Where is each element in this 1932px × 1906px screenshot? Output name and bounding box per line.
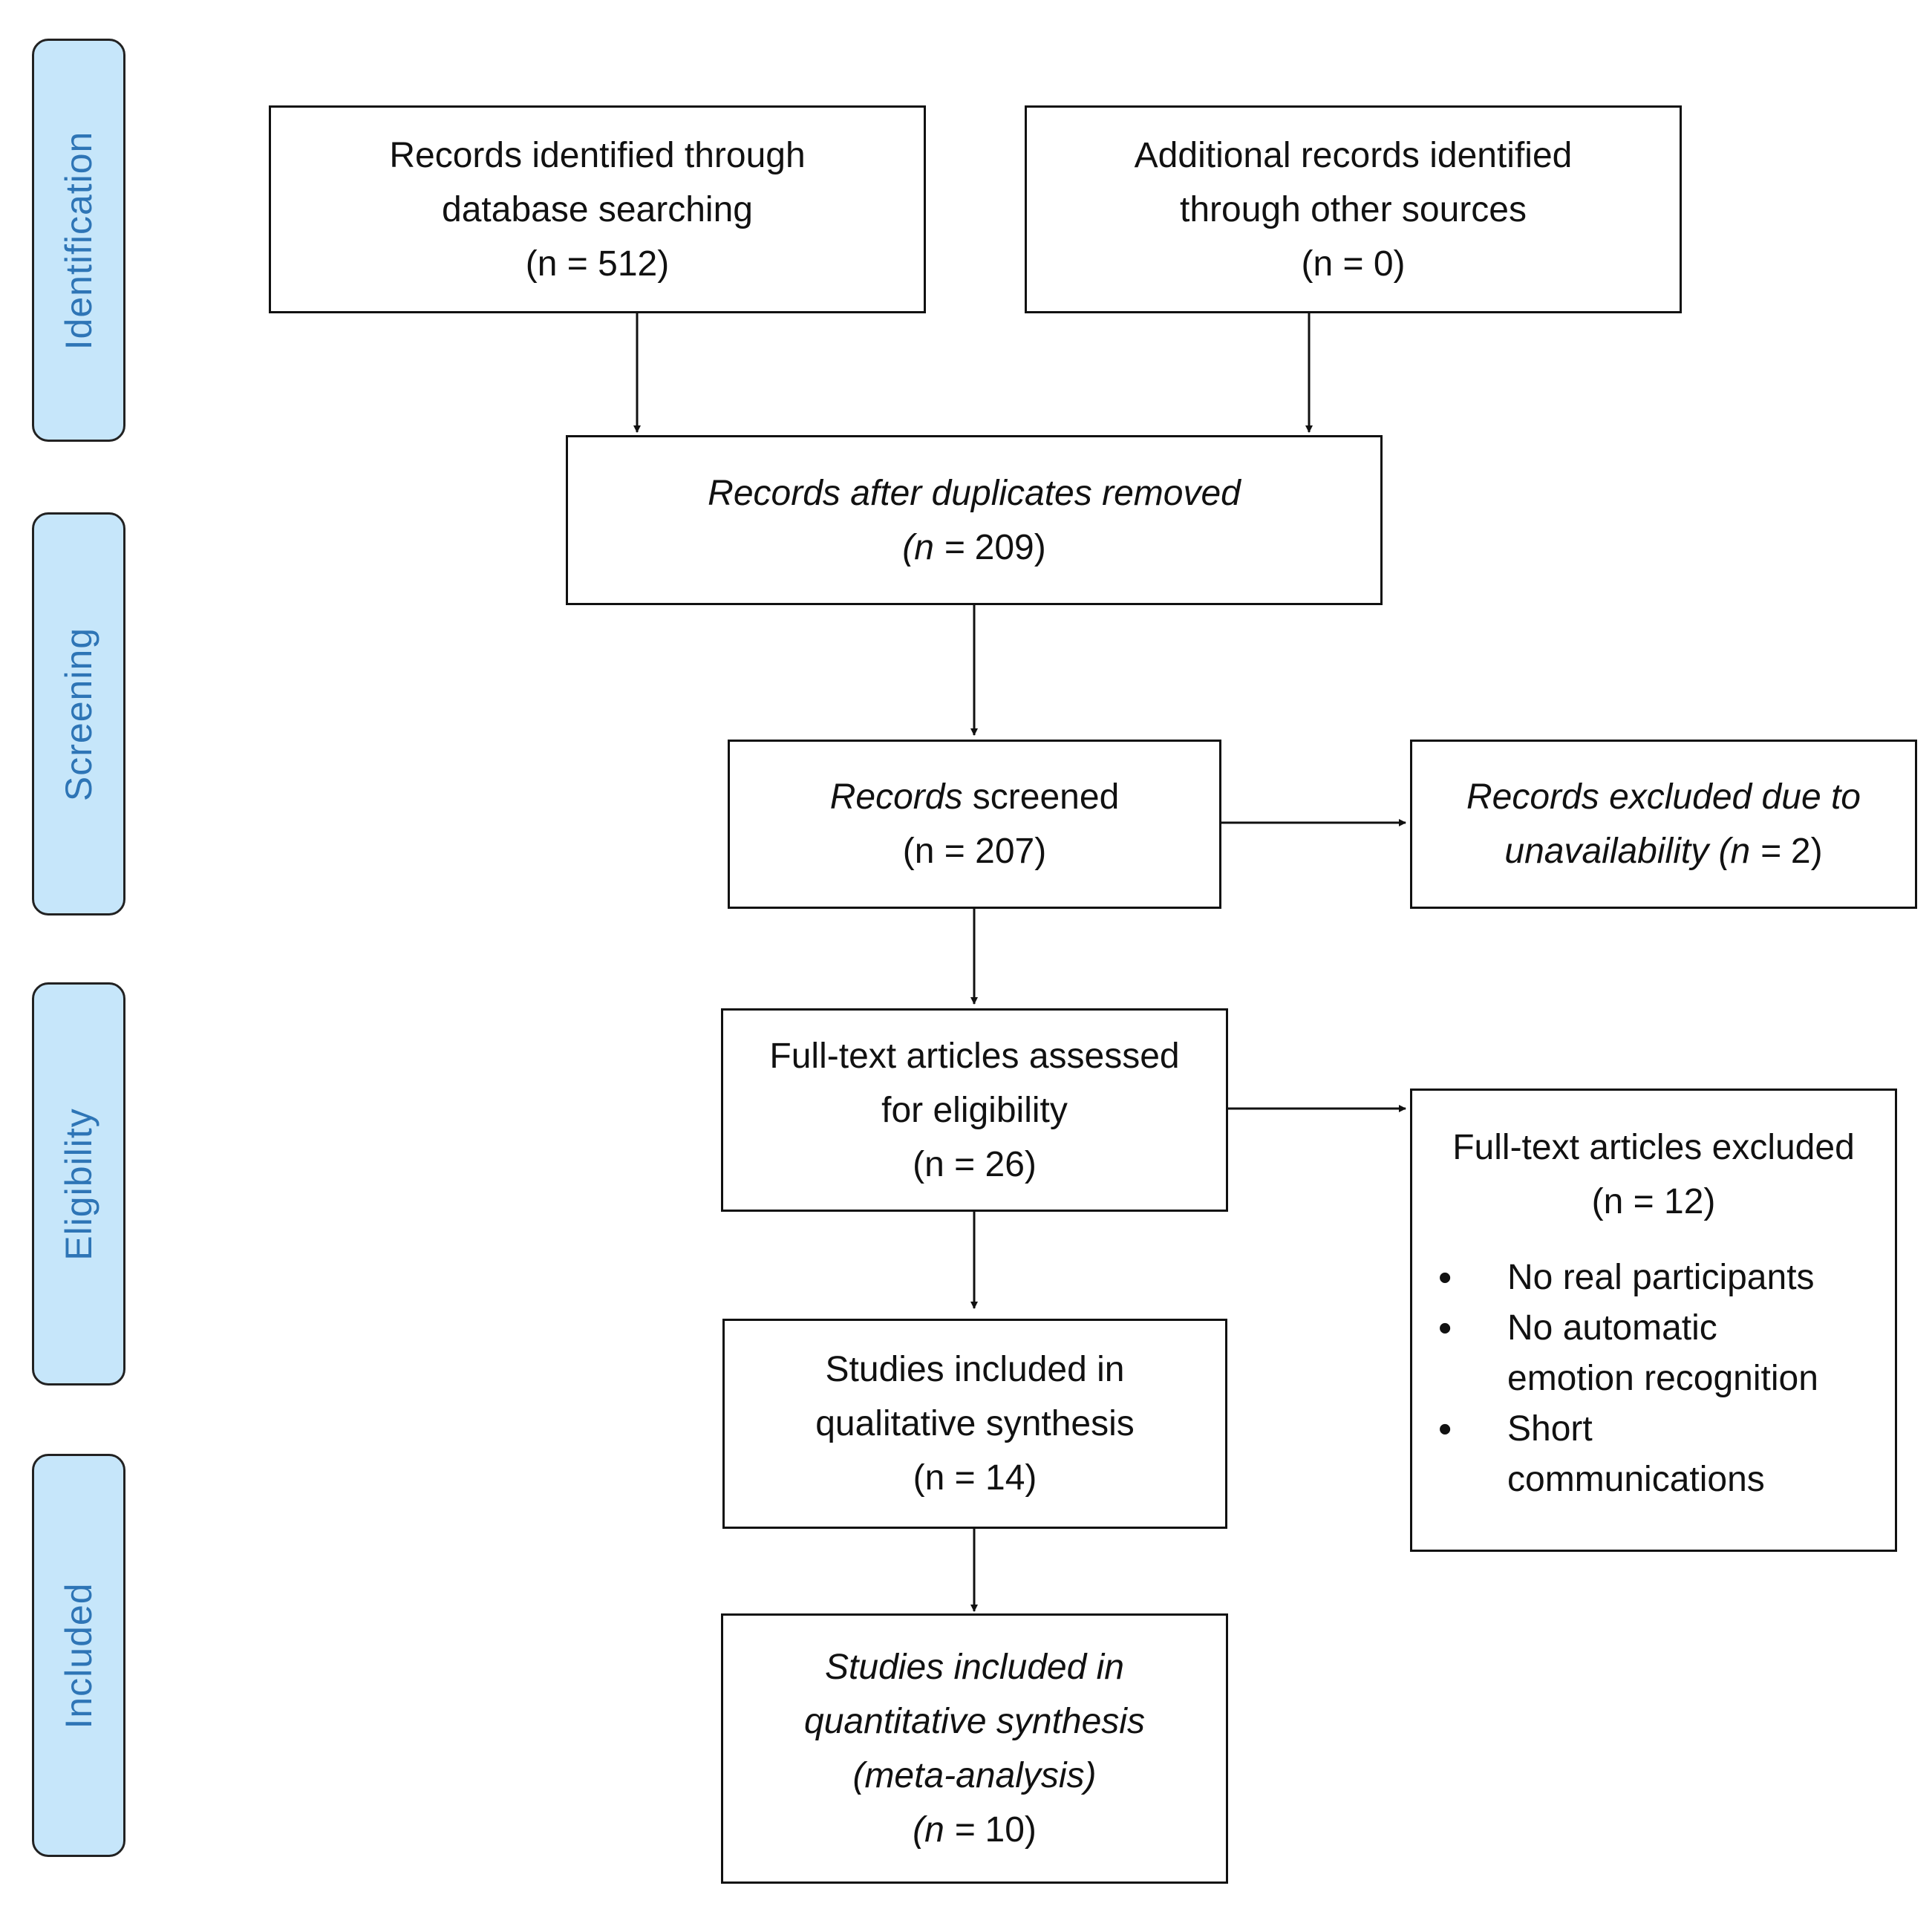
box-count: (n = 0) [1301, 244, 1406, 284]
phase-screening: Screening [32, 512, 125, 916]
phase-label: Identification [58, 131, 99, 350]
reason-text: No automatic [1507, 1308, 1717, 1348]
box-text-rest: screened [962, 777, 1120, 817]
list-item: No automatic emotion recognition [1412, 1303, 1895, 1404]
box-other-sources: Additional records identified through ot… [1025, 105, 1682, 313]
phase-eligibility: Eligibility [32, 982, 125, 1386]
reason-text: Short [1507, 1409, 1593, 1449]
box-excluded-unavailable: Records excluded due to unavailability (… [1410, 740, 1917, 909]
box-text: Records screened [830, 770, 1120, 824]
box-fulltext-excluded: Full-text articles excluded (n = 12) No … [1410, 1089, 1897, 1552]
phase-label: Eligibility [58, 1107, 99, 1261]
box-text: (meta-analysis) [852, 1756, 1097, 1795]
box-records-screened: Records screened (n = 207) [728, 740, 1221, 909]
box-text-italic: Records [829, 777, 963, 817]
box-count: (n = 12) [1591, 1182, 1716, 1221]
box-quantitative-synthesis: Studies included in quantitative synthes… [721, 1613, 1228, 1884]
list-item: No real participants [1412, 1253, 1895, 1303]
count-label: (n = [902, 527, 975, 567]
box-qualitative-synthesis: Studies included in qualitative synthesi… [722, 1319, 1227, 1529]
phase-included: Included [32, 1454, 125, 1857]
box-text: through other sources [1180, 189, 1527, 229]
box-text: Records identified through [389, 135, 806, 175]
count-value: 10) [985, 1810, 1037, 1850]
box-text: Studies included in [825, 1648, 1124, 1687]
list-item: Short communications [1412, 1404, 1895, 1505]
box-count: (n = 512) [525, 244, 670, 284]
box-fulltext-assessed: Full-text articles assessed for eligibil… [721, 1008, 1228, 1212]
box-duplicates-removed: Records after duplicates removed (n = 20… [566, 435, 1383, 605]
box-count: unavailability (n = 2) [1504, 824, 1822, 878]
box-text: Records excluded due to [1466, 777, 1861, 817]
box-count: (n = 26) [913, 1144, 1037, 1184]
box-text: Additional records identified [1134, 135, 1573, 175]
box-text: for eligibility [881, 1090, 1068, 1130]
reason-text: emotion recognition [1507, 1359, 1818, 1398]
box-text: quantitative synthesis [804, 1702, 1145, 1741]
count-value: 2) [1790, 832, 1823, 871]
box-count: (n = 209) [902, 520, 1045, 575]
box-count: (n = 207) [902, 832, 1047, 871]
box-text: database searching [442, 189, 753, 229]
reason-text: No real participants [1507, 1258, 1815, 1297]
box-count: (n = 14) [913, 1458, 1037, 1498]
box-text: Full-text articles assessed [769, 1036, 1180, 1076]
box-text-italic: unavailability (n = [1504, 832, 1791, 871]
box-text: Records after duplicates removed [708, 473, 1241, 513]
phase-label: Included [58, 1582, 99, 1729]
phase-label: Screening [58, 627, 99, 801]
count-value: 209) [974, 527, 1046, 567]
count-label: (n = [913, 1810, 985, 1850]
box-text: Studies included in [825, 1350, 1125, 1389]
box-text: Full-text articles excluded [1452, 1128, 1855, 1167]
box-database-records: Records identified through database sear… [269, 105, 926, 313]
exclusion-reasons-list: No real participants No automatic emotio… [1412, 1253, 1895, 1505]
phase-identification: Identification [32, 39, 125, 442]
box-text: qualitative synthesis [815, 1404, 1135, 1443]
reason-text: communications [1507, 1460, 1765, 1499]
box-count: (n = 10) [913, 1803, 1037, 1857]
